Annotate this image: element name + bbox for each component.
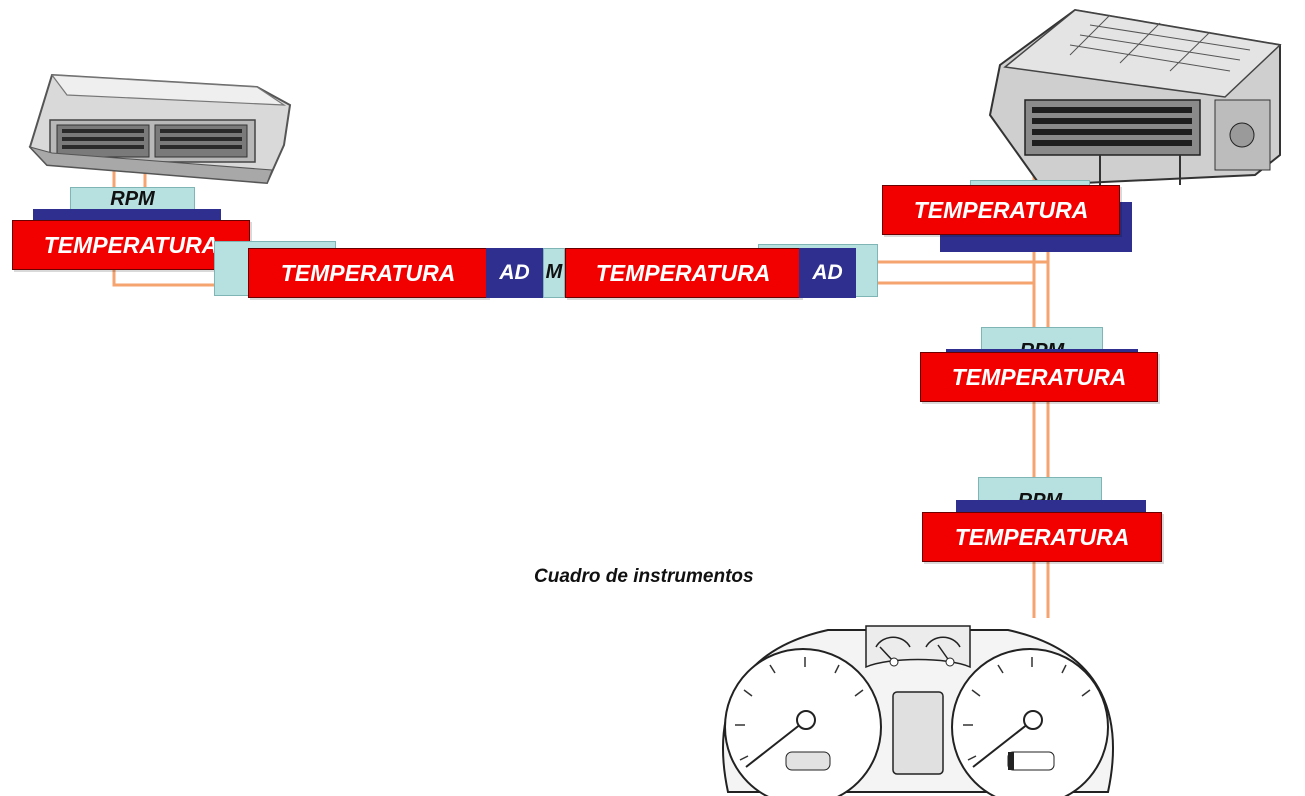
temperatura-label: TEMPERATURA (913, 196, 1089, 223)
rpm-partial-label: RPM (110, 188, 155, 210)
temperatura-label: TEMPERATURA (954, 523, 1130, 550)
left-ecu-module-icon (28, 73, 292, 185)
mid-node-temperatura-frame: TEMPERATURA (920, 352, 1158, 402)
wire-left-bus (112, 268, 216, 287)
temperatura-label: TEMPERATURA (280, 259, 456, 286)
instrument-cluster-icon (722, 625, 1114, 796)
low-node-navy-bar (956, 500, 1146, 514)
bus-temperatura-frame-2: TEMPERATURA (565, 248, 801, 298)
left-node-navy-bar (33, 209, 221, 223)
rpm-partial-label: RPM (1017, 490, 1063, 503)
bus-temperatura-frame-1: TEMPERATURA (248, 248, 488, 298)
temperatura-label: TEMPERATURA (43, 231, 219, 258)
m-partial-label: M (545, 261, 563, 283)
low-node-temperatura-frame: TEMPERATURA (922, 512, 1162, 562)
ad-label: AD (499, 261, 530, 284)
instrument-cluster-label: Cuadro de instrumentos (534, 566, 754, 587)
left-node-temperatura-frame: TEMPERATURA (12, 220, 250, 270)
bus-m-panel: M (543, 248, 565, 298)
temperatura-label: TEMPERATURA (595, 259, 771, 286)
right-node-temperatura-frame: TEMPERATURA (882, 185, 1120, 235)
ad-label: AD (812, 261, 843, 284)
right-ecu-module-icon (988, 8, 1282, 187)
bus-ad-block-1: AD (486, 248, 543, 298)
left-node-cyan-panel: RPM (70, 187, 195, 213)
bus-ad-block-2: AD (799, 248, 856, 298)
temperatura-label: TEMPERATURA (951, 363, 1127, 390)
mid-node-cyan-panel: RPM (981, 327, 1103, 353)
